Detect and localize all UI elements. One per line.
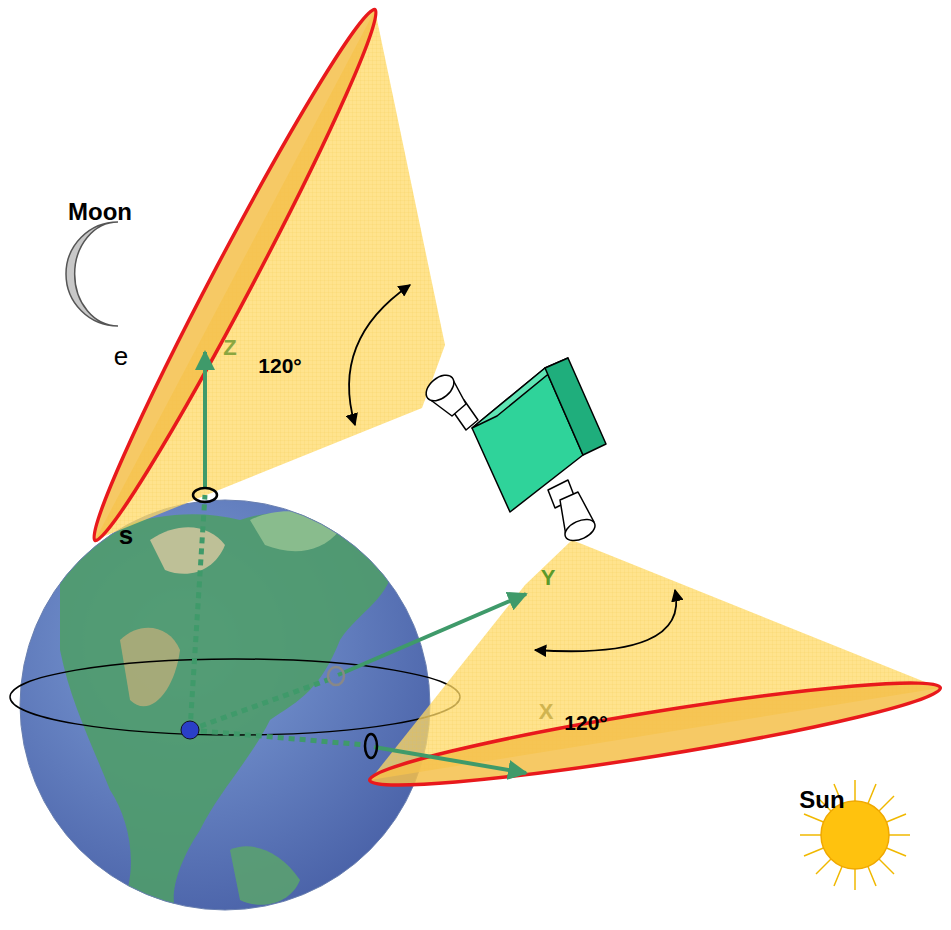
angle-arc bbox=[535, 590, 676, 651]
angle-label: 120° bbox=[258, 355, 301, 376]
axis-label: X bbox=[539, 701, 554, 723]
moon bbox=[66, 222, 118, 326]
earth bbox=[20, 500, 430, 910]
axis-label: Y bbox=[541, 567, 556, 589]
satellite bbox=[421, 358, 606, 545]
body-label: Moon bbox=[68, 200, 132, 224]
sensor-cone bbox=[77, 0, 445, 549]
angle-label: 120° bbox=[564, 712, 607, 733]
equator bbox=[10, 659, 460, 735]
angle-arc bbox=[349, 285, 410, 425]
fragment-text: e bbox=[114, 343, 128, 369]
body-label: Sun bbox=[799, 788, 844, 812]
sun bbox=[800, 780, 910, 890]
axis-label: Z bbox=[223, 337, 236, 359]
axes bbox=[181, 352, 526, 773]
fragment-text: s bbox=[119, 522, 133, 548]
sensor-cone bbox=[366, 540, 944, 802]
